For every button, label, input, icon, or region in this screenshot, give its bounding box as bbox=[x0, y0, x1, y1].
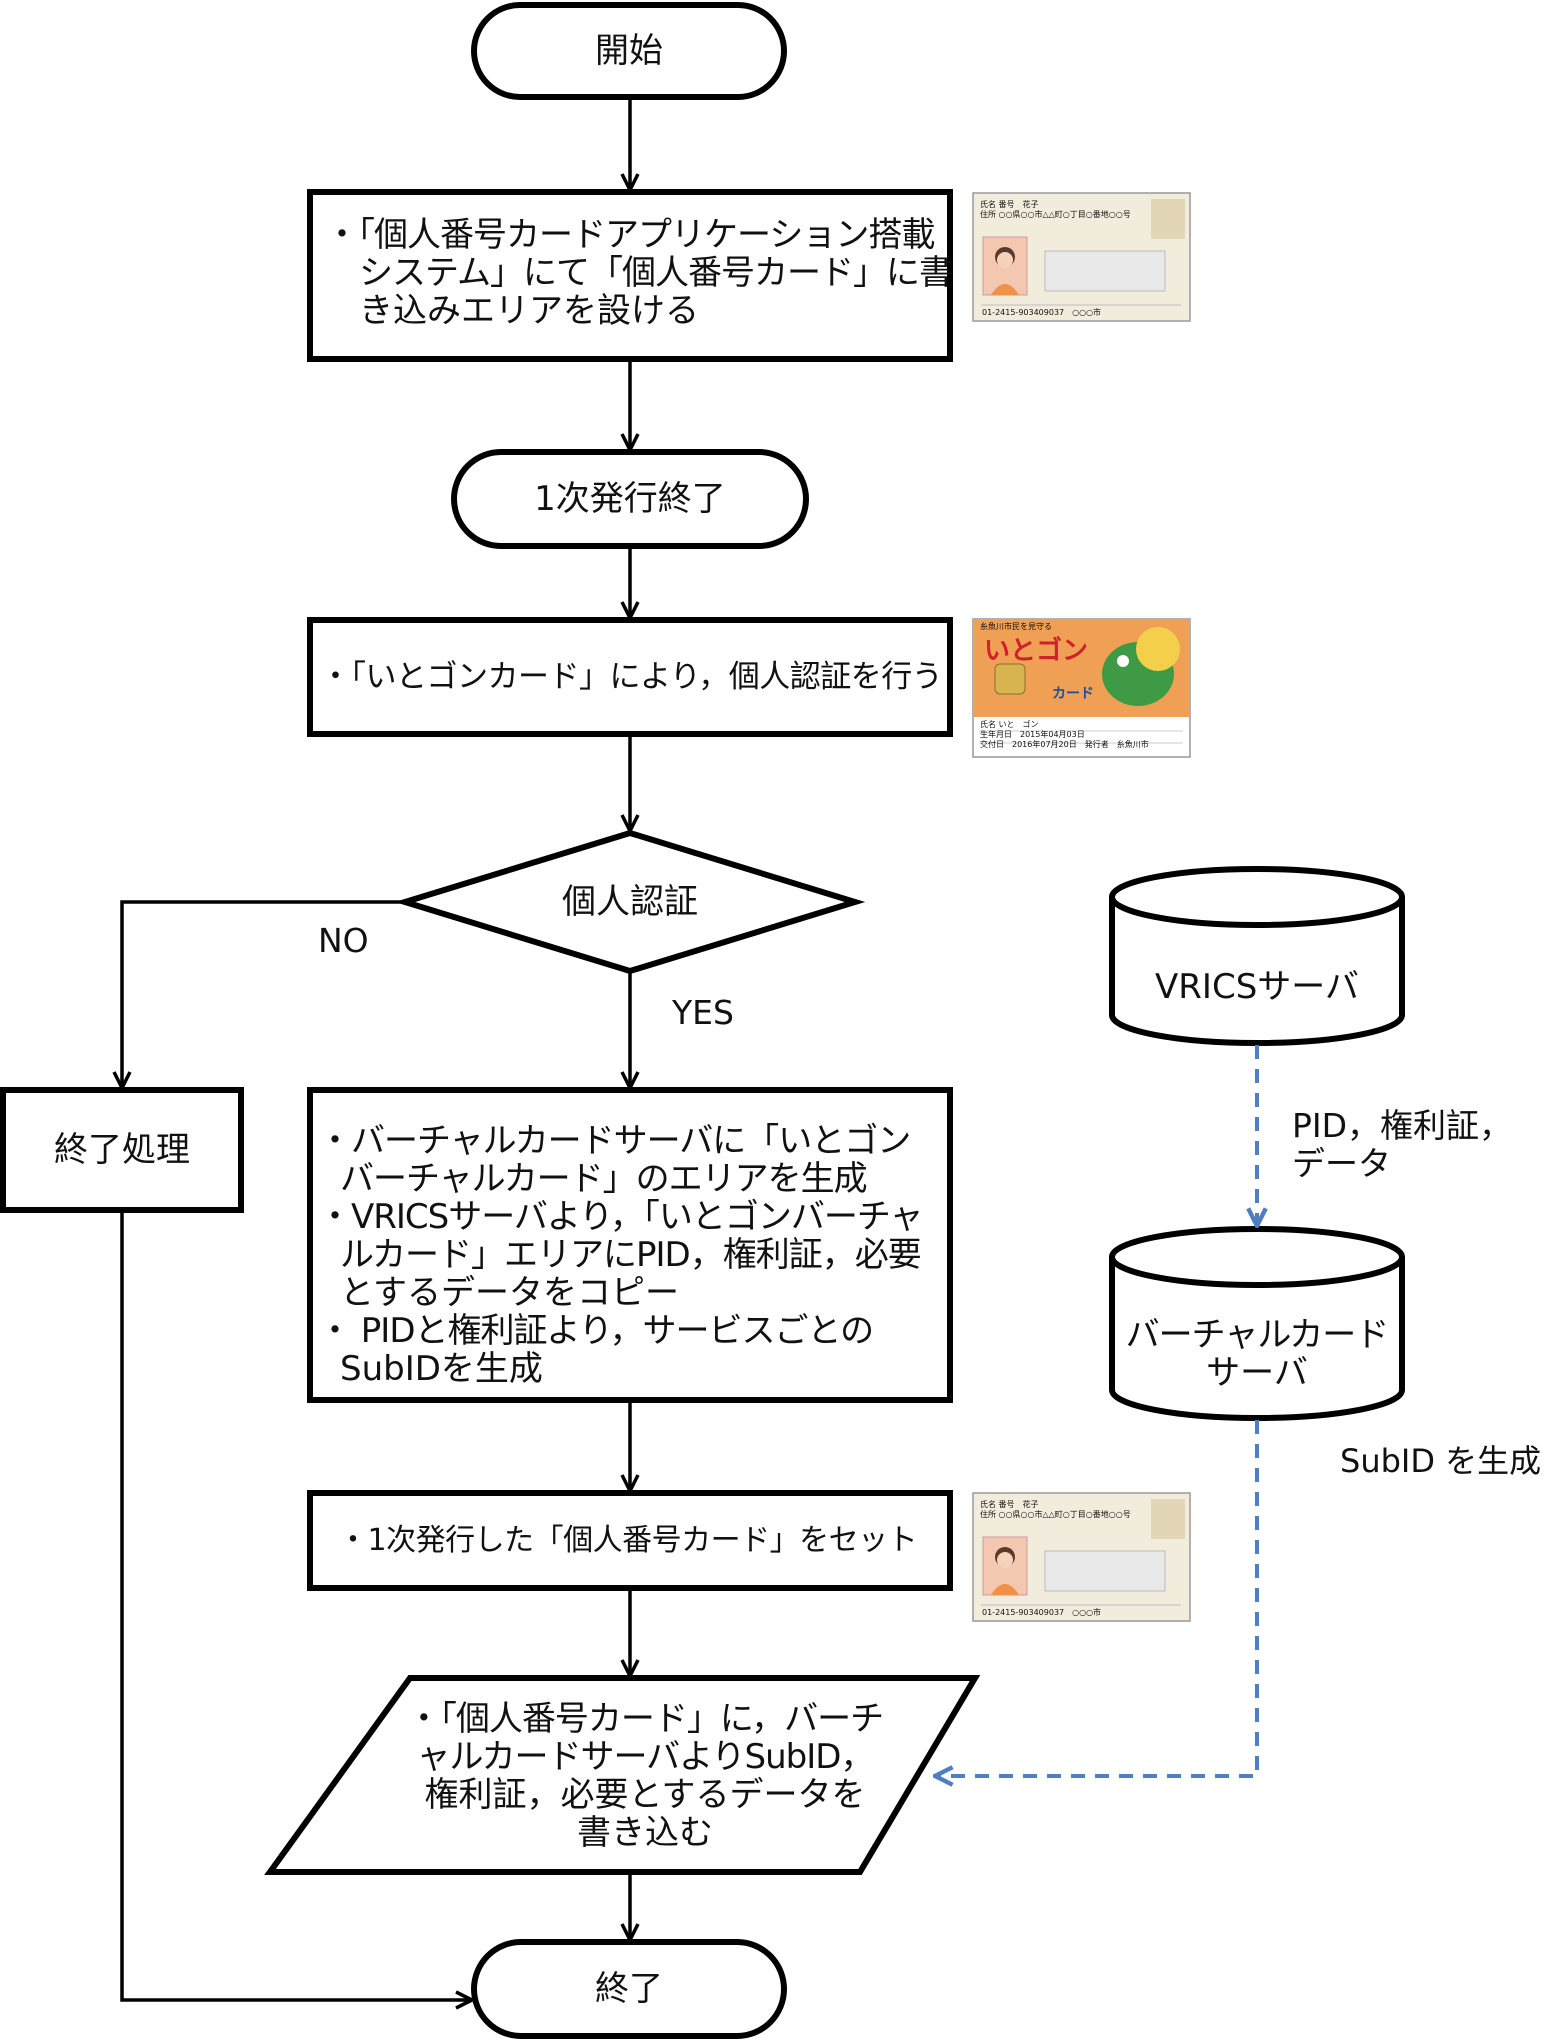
yes-label: YES bbox=[672, 993, 734, 1032]
mynumber-card-bottom-1: 01-2415-903409037 ○○○市 bbox=[982, 308, 1102, 317]
itogon-card-name: 氏名 いと ゴン bbox=[980, 720, 1149, 730]
itogon-card-image bbox=[972, 618, 1191, 758]
step2-text: ・「いとゴンカード」により，個人認証を行う bbox=[320, 659, 943, 695]
start-label: 開始 bbox=[595, 31, 663, 71]
card-address-value: ○○県○○市△△町○丁目○番地○○号 bbox=[998, 1510, 1131, 1519]
itogon-name-value: いと ゴン bbox=[998, 720, 1039, 729]
vrics-server-label: VRICSサーバ bbox=[1155, 967, 1359, 1007]
card-name-value: 番号 花子 bbox=[998, 1500, 1039, 1509]
mynumber-card-text-2: 氏名 番号 花子 住所 ○○県○○市△△町○丁目○番地○○号 bbox=[980, 1500, 1131, 1520]
end-terminal bbox=[471, 1939, 787, 2039]
itogon-card-subtitle: カード bbox=[1052, 686, 1094, 702]
itogon-card-row: 交付日 2016年07月20日 発行者 糸魚川市 bbox=[980, 740, 1149, 749]
step1-line: システム」にて「個人番号カード」に書 bbox=[359, 253, 953, 293]
itogon-card-header: 糸魚川市民を見守る bbox=[980, 622, 1052, 631]
pid-flow-line: PID，権利証， bbox=[1292, 1106, 1513, 1145]
card-address: 住所 ○○県○○市△△町○丁目○番地○○号 bbox=[980, 210, 1131, 220]
pid-flow-label: PID，権利証， データ bbox=[1292, 1107, 1512, 1183]
step5-line: 書き込む bbox=[577, 1813, 713, 1853]
card-address-value: ○○県○○市△△町○丁目○番地○○号 bbox=[998, 210, 1131, 219]
card-name: 氏名 番号 花子 bbox=[980, 200, 1131, 210]
mynumber-card-image-2 bbox=[972, 1492, 1191, 1622]
virtual-server-label: バーチャルカード サーバ bbox=[1112, 1316, 1402, 1392]
step3-line: ルカード」エリアにPID，権利証，必要 bbox=[340, 1235, 922, 1275]
step3-box bbox=[307, 1087, 953, 1403]
step3-text: ・バーチャルカードサーバに「いとゴン バーチャルカード」のエリアを生成 ・VRI… bbox=[318, 1122, 923, 1388]
card-name-label: 氏名 bbox=[980, 200, 996, 209]
itogon-card-logo: いとゴン bbox=[984, 636, 1089, 666]
mynumber-card-text-1: 氏名 番号 花子 住所 ○○県○○市△△町○丁目○番地○○号 bbox=[980, 200, 1131, 220]
step1-box bbox=[307, 189, 953, 362]
step5-parallelogram bbox=[264, 1675, 981, 1875]
card-name: 氏名 番号 花子 bbox=[980, 1500, 1131, 1510]
mynumber-card-bottom-2: 01-2415-903409037 ○○○市 bbox=[982, 1608, 1102, 1617]
card-name-value: 番号 花子 bbox=[998, 200, 1039, 209]
arrow-endprocess-end bbox=[120, 1210, 472, 2000]
no-label: NO bbox=[318, 921, 369, 960]
step5-line: 権利証，必要とするデータを bbox=[424, 1775, 866, 1815]
step1-line: ・「個人番号カードアプリケーション搭載 bbox=[325, 215, 935, 255]
end-label: 終了 bbox=[595, 1969, 663, 2009]
step2-box bbox=[307, 617, 953, 737]
issue1-end-label: 1次発行終了 bbox=[534, 479, 726, 519]
card-address-label: 住所 bbox=[980, 210, 996, 219]
subid-generate-label: SubID を生成 bbox=[1340, 1442, 1542, 1480]
vrics-server-cylinder bbox=[1109, 866, 1405, 1046]
step3-line: ・バーチャルカードサーバに「いとゴン bbox=[318, 1121, 911, 1161]
step5-text: ・「個人番号カード」に，バーチ ャルカードサーバよりSubID， 権利証，必要と… bbox=[395, 1700, 895, 1852]
arrow-decision-no bbox=[122, 900, 405, 1088]
card-address-label: 住所 bbox=[980, 1510, 996, 1519]
end-process-label: 終了処理 bbox=[54, 1130, 190, 1170]
step1-text: ・「個人番号カードアプリケーション搭載 システム」にて「個人番号カード」に書 き… bbox=[325, 215, 953, 331]
step1-line: き込みエリアを設ける bbox=[359, 291, 699, 331]
step3-line: バーチャルカード」のエリアを生成 bbox=[340, 1159, 868, 1199]
step3-line: SubIDを生成 bbox=[340, 1349, 543, 1389]
itogon-name-label: 氏名 bbox=[980, 720, 996, 729]
virtual-server-line: バーチャルカード bbox=[1125, 1315, 1390, 1355]
card-name-label: 氏名 bbox=[980, 1500, 996, 1509]
step3-line: ・VRICSサーバより，「いとゴンバーチャ bbox=[318, 1197, 923, 1237]
card-address: 住所 ○○県○○市△△町○丁目○番地○○号 bbox=[980, 1510, 1131, 1520]
itogon-card-info: 氏名 いと ゴン 生年月日 2015年04月03日 交付日 2016年07月20… bbox=[980, 720, 1149, 750]
mynumber-card-image-1 bbox=[972, 192, 1191, 322]
decision-label: 個人認証 bbox=[562, 882, 698, 922]
step4-text: ・1次発行した「個人番号カード」をセット bbox=[338, 1523, 918, 1558]
step5-line: ャルカードサーバよりSubID， bbox=[416, 1737, 875, 1777]
step3-line: とするデータをコピー bbox=[340, 1273, 679, 1313]
step3-line: ・ PIDと権利証より，サービスごとの bbox=[318, 1311, 874, 1351]
virtual-card-server-cylinder bbox=[1109, 1226, 1405, 1421]
step5-line: ・「個人番号カード」に，バーチ bbox=[406, 1699, 884, 1739]
pid-flow-line: データ bbox=[1292, 1144, 1391, 1183]
itogon-card-row: 生年月日 2015年04月03日 bbox=[980, 730, 1085, 739]
virtual-server-line: サーバ bbox=[1206, 1353, 1308, 1393]
